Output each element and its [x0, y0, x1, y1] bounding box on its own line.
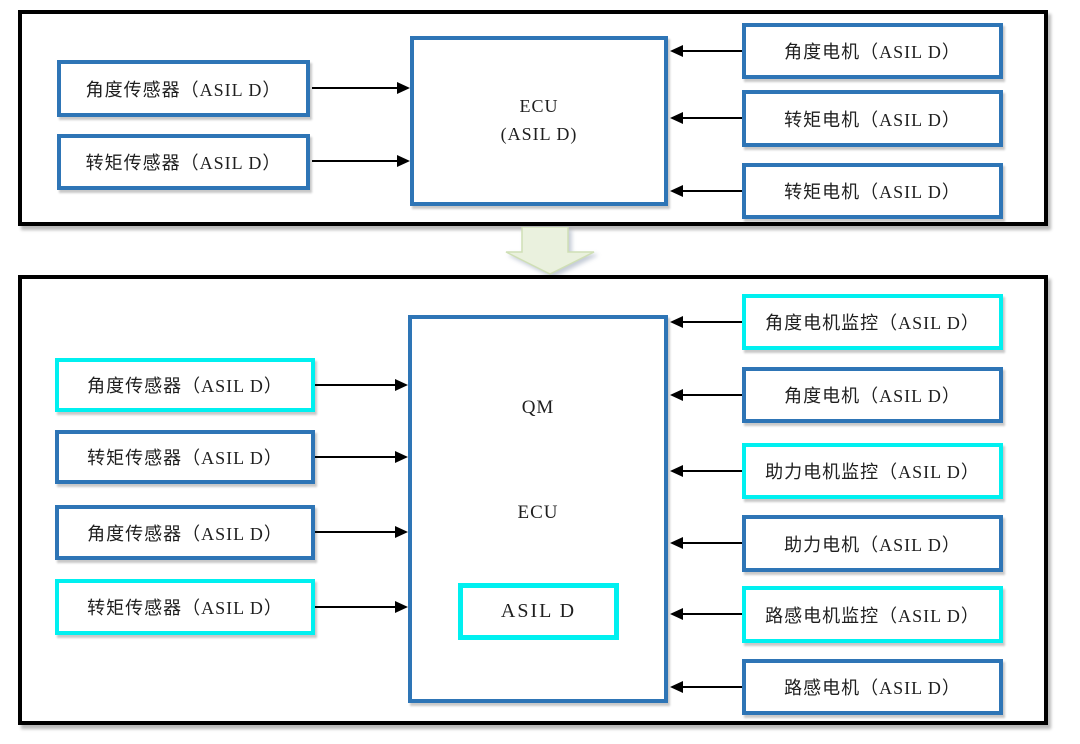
top-torque-sensor-box: 转矩传感器（ASIL D）	[57, 134, 310, 190]
arrow-bottom-roadfeel-motor-monitor-to-ecu	[670, 608, 742, 620]
top-torque-motor-box-1: 转矩电机（ASIL D）	[742, 90, 1003, 147]
top-angle-motor-box: 角度电机（ASIL D）	[742, 23, 1003, 79]
bottom-ecu-box: QM ECU ASIL D	[408, 315, 668, 703]
arrow-bottom-roadfeel-motor-to-ecu	[670, 681, 742, 693]
arrow-bottom-torque-sensor1-to-ecu	[315, 451, 408, 463]
bottom-torque-sensor-box-2: 转矩传感器（ASIL D）	[55, 579, 315, 635]
top-angle-sensor-box: 角度传感器（ASIL D）	[57, 60, 310, 117]
arrow-top-angle-motor-to-ecu	[670, 45, 742, 57]
arrow-bottom-angle-motor-to-ecu	[670, 389, 742, 401]
arrow-top-torque-sensor-to-ecu	[312, 155, 410, 167]
bottom-torque-sensor-box-1: 转矩传感器（ASIL D）	[55, 430, 315, 484]
bottom-ecu-asil-d-box: ASIL D	[458, 583, 619, 640]
bottom-angle-sensor-box-1: 角度传感器（ASIL D）	[55, 358, 315, 412]
bottom-roadfeel-motor-box: 路感电机（ASIL D）	[742, 659, 1003, 715]
arrow-bottom-angle-sensor2-to-ecu	[315, 526, 408, 538]
bottom-angle-motor-monitor-box: 角度电机监控（ASIL D）	[742, 294, 1003, 350]
bottom-angle-motor-box: 角度电机（ASIL D）	[742, 367, 1003, 423]
transition-down-arrow-icon	[505, 227, 595, 275]
top-ecu-box: ECU (ASIL D)	[410, 36, 668, 206]
arrow-top-torque-motor2-to-ecu	[670, 185, 742, 197]
top-ecu-label: ECU	[519, 96, 559, 117]
bottom-assist-motor-box: 助力电机（ASIL D）	[742, 515, 1003, 572]
arrow-bottom-assist-motor-to-ecu	[670, 537, 742, 549]
arrow-bottom-assist-motor-monitor-to-ecu	[670, 465, 742, 477]
bottom-ecu-qm-label: QM	[521, 397, 555, 418]
bottom-ecu-label: ECU	[517, 502, 559, 523]
top-torque-motor-box-2: 转矩电机（ASIL D）	[742, 163, 1003, 219]
bottom-roadfeel-motor-monitor-box: 路感电机监控（ASIL D）	[742, 586, 1003, 643]
arrow-top-torque-motor1-to-ecu	[670, 112, 742, 124]
arrow-bottom-torque-sensor2-to-ecu	[315, 601, 408, 613]
arrow-top-angle-sensor-to-ecu	[312, 82, 410, 94]
arrow-bottom-angle-motor-monitor-to-ecu	[670, 316, 742, 328]
bottom-assist-motor-monitor-box: 助力电机监控（ASIL D）	[742, 443, 1003, 499]
bottom-angle-sensor-box-2: 角度传感器（ASIL D）	[55, 505, 315, 560]
top-ecu-asil-label: (ASIL D)	[500, 124, 578, 144]
arrow-bottom-angle-sensor1-to-ecu	[315, 379, 408, 391]
